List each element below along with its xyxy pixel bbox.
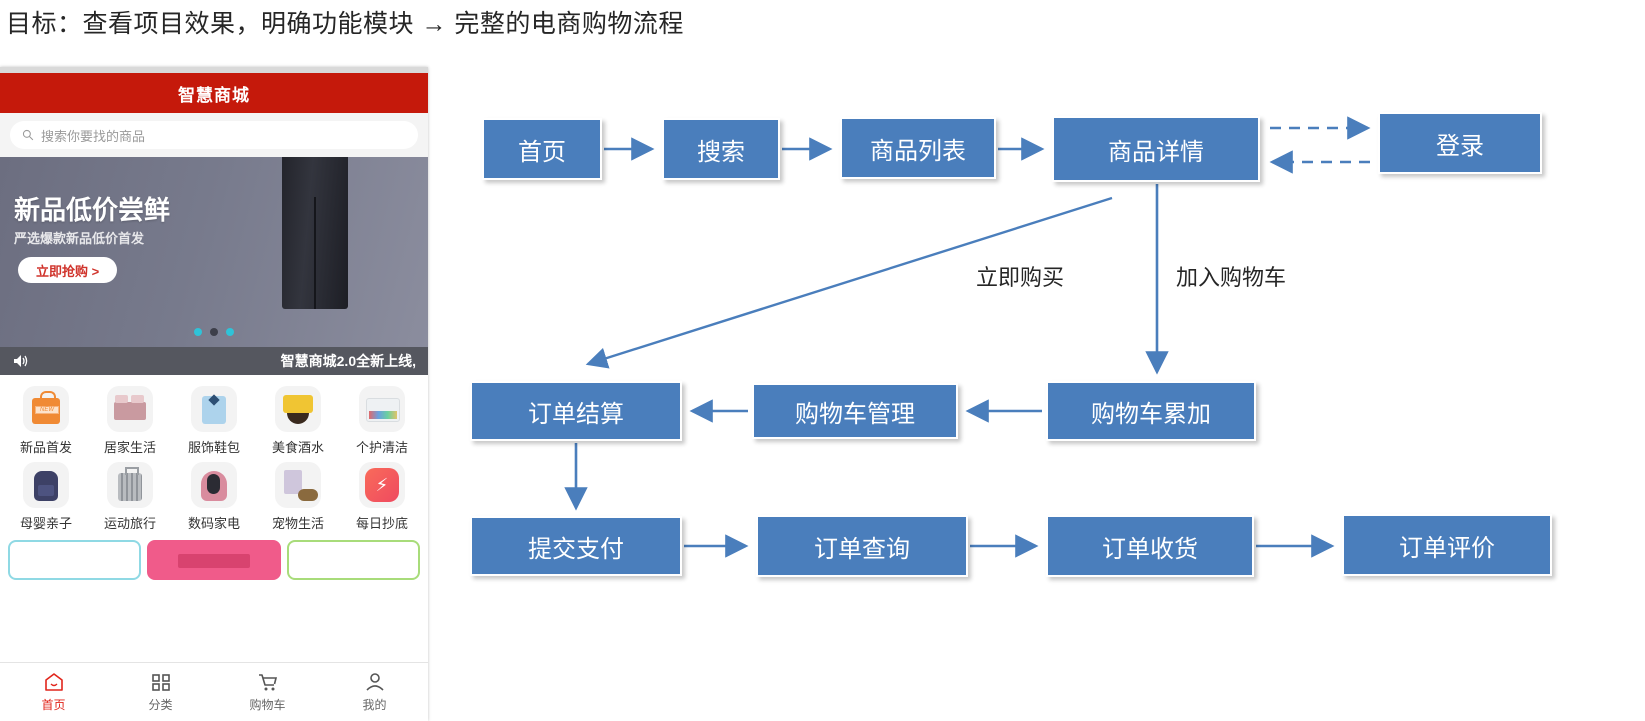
shirt-icon [191, 386, 237, 432]
promo-card[interactable] [8, 540, 142, 580]
flow-node-login[interactable]: 登录 [1378, 112, 1542, 174]
category-label: 服饰鞋包 [187, 440, 240, 455]
pet-food-icon [275, 462, 321, 508]
app-title: 智慧商城 [178, 85, 250, 105]
notice-bar[interactable]: 智慧商城2.0全新上线, [0, 347, 428, 375]
flow-node-product-list[interactable]: 商品列表 [840, 117, 996, 179]
flow-node-search[interactable]: 搜索 [662, 118, 780, 180]
flow-node-order-query[interactable]: 订单查询 [756, 515, 968, 577]
edge-label-add-to-cart: 加入购物车 [1176, 265, 1287, 290]
category-item-xinpinshoufa[interactable]: 新品首发 [4, 386, 88, 456]
luggage-icon [107, 462, 153, 508]
tab-label: 首页 [41, 697, 66, 712]
speaker-icon [14, 355, 28, 367]
category-grid: 新品首发 居家生活 服饰鞋包 美食酒水 个护清洁 母婴亲子 运动旅行 数码家电 [0, 375, 428, 532]
category-item-shumajiadian[interactable]: 数码家电 [172, 462, 256, 532]
banner-subtitle: 严选爆款新品低价首发 [14, 231, 145, 246]
bed-icon [107, 386, 153, 432]
flow-node-cart-manage[interactable]: 购物车管理 [752, 383, 958, 439]
category-label: 母婴亲子 [19, 516, 72, 531]
category-item-gehuqingjie[interactable]: 个护清洁 [340, 386, 424, 456]
carousel-dot-active[interactable] [210, 328, 218, 336]
category-label: 运动旅行 [103, 516, 156, 531]
banner-cta-button[interactable]: 立即抢购 > [18, 257, 118, 283]
lightning-icon [359, 462, 405, 508]
category-label: 居家生活 [103, 440, 156, 455]
category-item-meishijiushui[interactable]: 美食酒水 [256, 386, 340, 456]
banner-title: 新品低价尝鲜 [14, 195, 171, 225]
shopping-bag-icon [23, 386, 69, 432]
home-icon [44, 672, 63, 691]
category-label: 个护清洁 [355, 440, 408, 455]
edge-label-buy-now: 立即购买 [976, 265, 1065, 290]
carousel-dot[interactable] [226, 328, 234, 336]
search-input[interactable]: 搜索你要找的商品 [10, 121, 418, 149]
phone-mockup: 智慧商城 搜索你要找的商品 新品低价尝鲜 严选爆款新品低价首发 立即抢购 > 智… [0, 67, 428, 721]
category-item-chongwushenghuo[interactable]: 宠物生活 [256, 462, 340, 532]
tab-cart[interactable]: 购物车 [214, 672, 321, 713]
tab-category[interactable]: 分类 [107, 672, 214, 713]
hair-dryer-icon [191, 462, 237, 508]
banner-product-image [282, 157, 348, 309]
backpack-icon [23, 462, 69, 508]
promo-card[interactable] [286, 540, 420, 580]
noodles-icon [275, 386, 321, 432]
category-item-fushixiebao[interactable]: 服饰鞋包 [172, 386, 256, 456]
notice-text: 智慧商城2.0全新上线, [280, 353, 416, 369]
flow-node-order-receive[interactable]: 订单收货 [1046, 515, 1254, 577]
category-label: 宠物生活 [271, 516, 324, 531]
grid-icon [151, 673, 170, 691]
category-label: 每日抄底 [355, 516, 408, 531]
search-placeholder: 搜索你要找的商品 [41, 128, 146, 144]
tab-label: 我的 [362, 697, 387, 712]
tab-home[interactable]: 首页 [0, 672, 107, 713]
user-icon [365, 672, 384, 691]
page-title: 目标：查看项目效果，明确功能模块 → 完整的电商购物流程 [6, 10, 684, 38]
search-bar: 搜索你要找的商品 [0, 113, 428, 157]
category-item-yundonglvxing[interactable]: 运动旅行 [88, 462, 172, 532]
carousel-dots[interactable] [194, 328, 234, 336]
category-item-jujiashenghuo[interactable]: 居家生活 [88, 386, 172, 456]
category-label: 美食酒水 [271, 440, 324, 455]
tab-profile[interactable]: 我的 [321, 672, 428, 713]
cart-icon [258, 673, 277, 690]
flow-node-product-detail[interactable]: 商品详情 [1052, 116, 1260, 182]
carousel-dot[interactable] [194, 328, 202, 336]
flow-node-order-settle[interactable]: 订单结算 [470, 381, 682, 441]
search-icon [22, 129, 34, 141]
category-item-muyingqinzi[interactable]: 母婴亲子 [4, 462, 88, 532]
flow-node-submit-payment[interactable]: 提交支付 [470, 516, 682, 576]
promo-card-strip [0, 532, 428, 580]
promo-banner[interactable]: 新品低价尝鲜 严选爆款新品低价首发 立即抢购 > [0, 157, 428, 347]
app-header: 智慧商城 [0, 73, 428, 113]
tissue-box-icon [359, 386, 405, 432]
tab-label: 购物车 [249, 697, 286, 712]
phone-top-strip [0, 67, 428, 73]
flow-node-home[interactable]: 首页 [482, 118, 602, 180]
category-label: 新品首发 [19, 440, 72, 455]
bottom-tab-bar: 首页 分类 购物车 我的 [0, 662, 428, 721]
flow-node-cart-add[interactable]: 购物车累加 [1046, 381, 1256, 441]
flow-node-order-review[interactable]: 订单评价 [1342, 514, 1552, 576]
promo-card-featured[interactable] [147, 540, 281, 580]
category-item-meiribaodi[interactable]: 每日抄底 [340, 462, 424, 532]
category-label: 数码家电 [187, 516, 240, 531]
tab-label: 分类 [148, 697, 173, 712]
